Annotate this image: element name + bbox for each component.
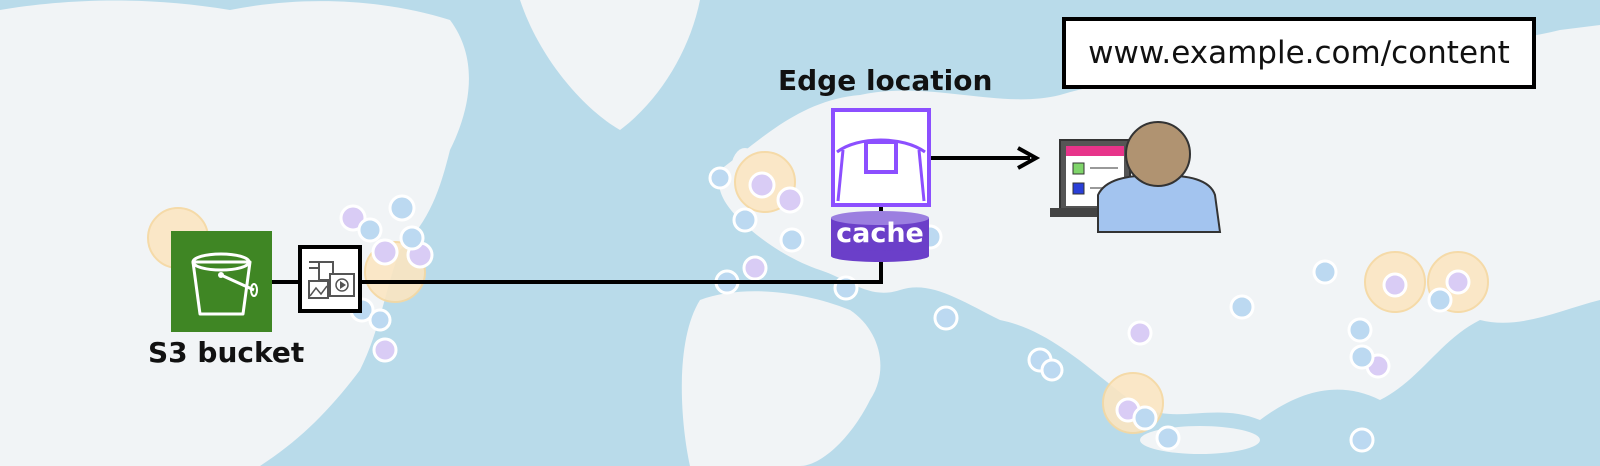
cache-label: cache	[836, 218, 924, 249]
s3-bucket-icon	[171, 231, 272, 332]
s3-bucket-label: S3 bucket	[148, 336, 305, 369]
landmass-africa	[681, 291, 881, 466]
pop-markers-blue	[349, 166, 1453, 453]
url-text: www.example.com/content	[1088, 35, 1510, 71]
url-box: www.example.com/content	[1062, 17, 1536, 89]
file-media-icon	[298, 245, 362, 313]
landmass-greenland	[520, 0, 700, 130]
pop-markers-purple	[339, 171, 1471, 423]
user-icon	[1097, 121, 1222, 233]
laptop-icon	[1050, 139, 1131, 217]
edge-location-icon	[831, 108, 931, 207]
edge-location-label: Edge location	[778, 64, 993, 97]
cache-database-icon	[831, 211, 929, 262]
